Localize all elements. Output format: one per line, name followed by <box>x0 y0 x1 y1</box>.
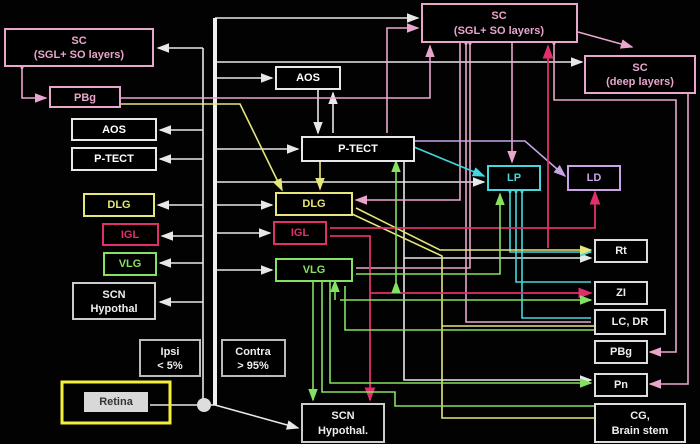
node-pbg-ipsi[interactable]: PBg <box>49 86 121 108</box>
svg-text:VLG: VLG <box>303 264 326 276</box>
svg-text:< 5%: < 5% <box>157 360 183 372</box>
node-sc-deep[interactable]: SC (deep layers) <box>584 55 696 94</box>
svg-text:Retina: Retina <box>99 396 134 408</box>
svg-text:P-TECT: P-TECT <box>338 143 378 155</box>
svg-text:P-TECT: P-TECT <box>94 153 134 165</box>
node-sc-superficial[interactable]: SC (SGL+ SO layers) <box>421 3 578 43</box>
svg-text:> 95%: > 95% <box>237 360 269 372</box>
svg-text:SCN: SCN <box>331 410 354 422</box>
svg-text:LP: LP <box>507 172 521 184</box>
svg-text:Ipsi: Ipsi <box>161 346 180 358</box>
svg-text:IGL: IGL <box>121 229 140 241</box>
node-zi[interactable]: ZI <box>594 281 648 305</box>
node-scn-ipsi[interactable]: SCN Hypothal <box>72 282 156 320</box>
svg-text:DLG: DLG <box>107 199 130 211</box>
ipsi-percentage-label: Ipsi < 5% <box>139 339 201 377</box>
node-rt[interactable]: Rt <box>594 239 648 263</box>
node-aos-ipsi[interactable]: AOS <box>71 118 157 141</box>
node-dlg-contra[interactable]: DLG <box>275 192 353 216</box>
svg-text:Hypothal.: Hypothal. <box>318 425 368 437</box>
svg-text:PBg: PBg <box>74 92 96 104</box>
contra-percentage-label: Contra > 95% <box>221 339 286 377</box>
node-scn-contra[interactable]: SCN Hypothal. <box>301 403 385 443</box>
retina-highlight <box>60 380 172 425</box>
node-lp[interactable]: LP <box>487 165 541 191</box>
chiasm-node <box>197 398 211 412</box>
node-pbg-target[interactable]: PBg <box>594 340 648 364</box>
node-dlg-ipsi[interactable]: DLG <box>83 193 155 217</box>
svg-text:Hypothal: Hypothal <box>90 303 137 315</box>
connections <box>17 13 689 430</box>
node-retina[interactable]: Retina <box>60 380 172 425</box>
svg-text:ZI: ZI <box>616 287 626 299</box>
node-ptect-contra[interactable]: P-TECT <box>301 136 415 162</box>
node-igl-ipsi[interactable]: IGL <box>102 223 159 246</box>
svg-text:Pn: Pn <box>614 379 628 391</box>
node-igl-contra[interactable]: IGL <box>273 221 327 245</box>
svg-text:SCN: SCN <box>102 289 125 301</box>
node-ld[interactable]: LD <box>567 165 621 191</box>
svg-text:AOS: AOS <box>102 124 126 136</box>
node-lc-dr[interactable]: LC, DR <box>594 309 666 335</box>
svg-text:Brain stem: Brain stem <box>612 425 669 437</box>
svg-text:SC: SC <box>491 10 506 22</box>
node-sc-ipsi[interactable]: SC (SGL+ SO layers) <box>4 28 154 67</box>
svg-text:DLG: DLG <box>302 198 325 210</box>
svg-text:(SGL+ SO layers): (SGL+ SO layers) <box>34 49 125 61</box>
contra-to-scn <box>214 404 300 430</box>
svg-text:LD: LD <box>587 172 602 184</box>
svg-text:SC: SC <box>71 35 86 47</box>
node-aos-contra[interactable]: AOS <box>275 66 341 90</box>
svg-text:Contra: Contra <box>235 346 271 358</box>
svg-text:VLG: VLG <box>119 258 142 270</box>
node-vlg-contra[interactable]: VLG <box>275 258 353 282</box>
svg-text:(deep layers): (deep layers) <box>606 76 674 88</box>
svg-text:CG,: CG, <box>630 410 650 422</box>
node-ptect-ipsi[interactable]: P-TECT <box>71 147 157 171</box>
svg-text:(SGL+ SO layers): (SGL+ SO layers) <box>454 25 545 37</box>
svg-text:AOS: AOS <box>296 72 320 84</box>
node-pn[interactable]: Pn <box>594 373 648 397</box>
node-cg-brainstem[interactable]: CG, Brain stem <box>594 403 686 443</box>
svg-text:IGL: IGL <box>291 227 310 239</box>
svg-text:SC: SC <box>632 62 647 74</box>
svg-text:LC, DR: LC, DR <box>612 316 649 328</box>
svg-text:Rt: Rt <box>615 245 627 257</box>
node-vlg-ipsi[interactable]: VLG <box>103 252 157 276</box>
svg-text:PBg: PBg <box>610 346 632 358</box>
